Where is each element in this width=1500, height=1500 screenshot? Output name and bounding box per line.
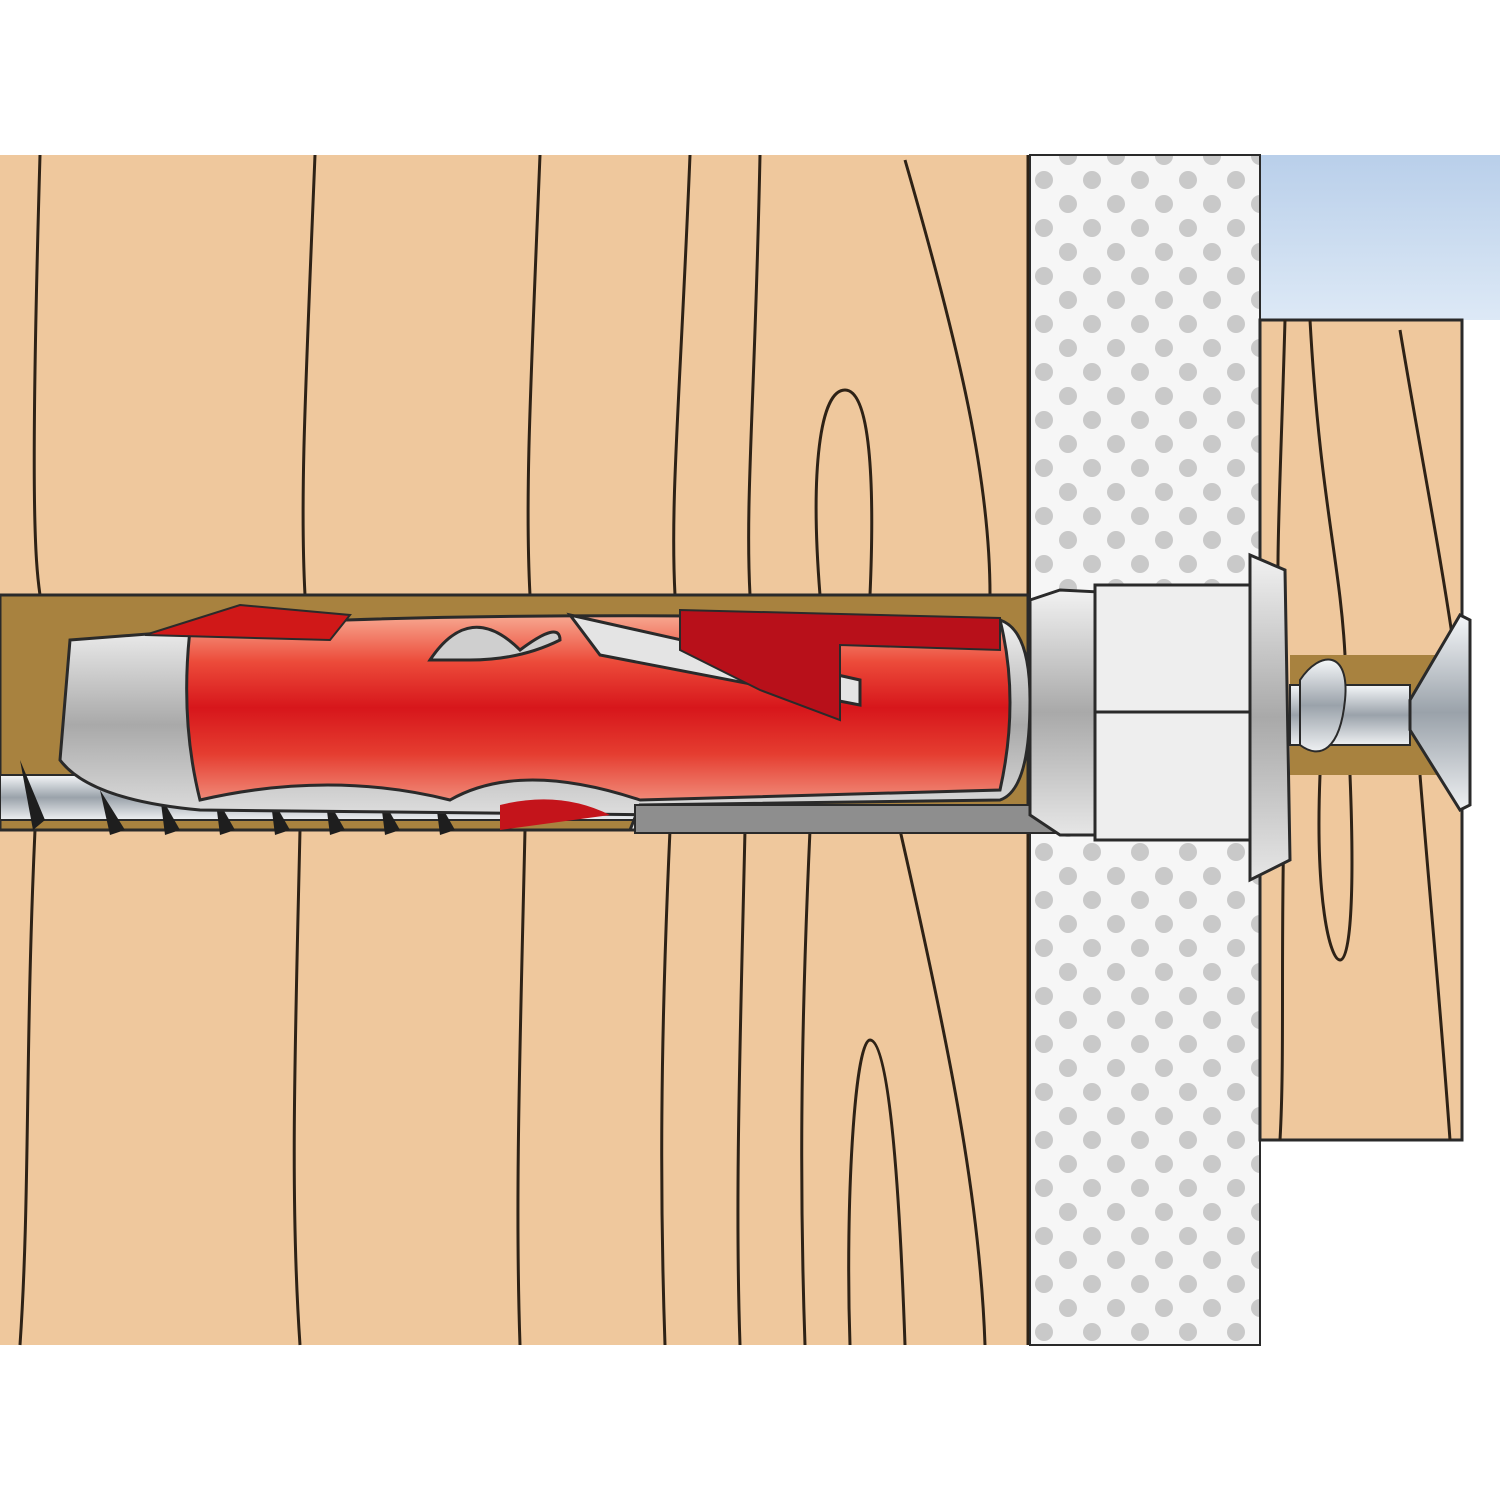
- collar: [1028, 552, 1292, 883]
- red-plug: [144, 603, 1012, 830]
- air-gap: [1260, 155, 1500, 320]
